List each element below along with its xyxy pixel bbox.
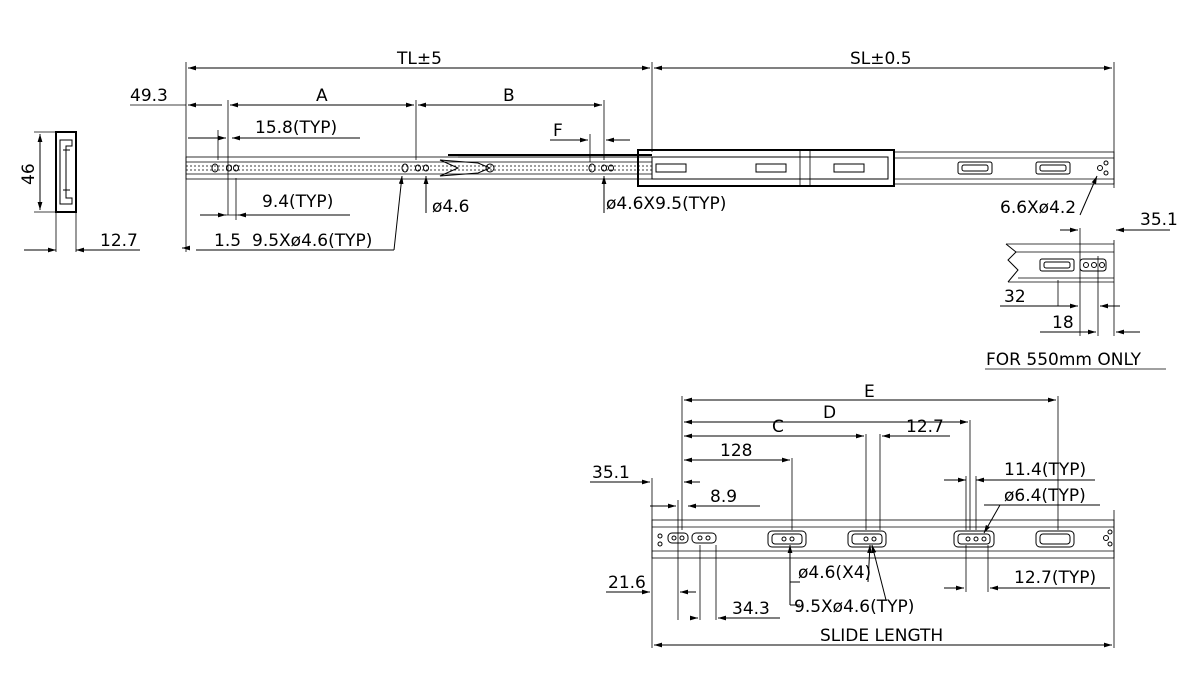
- bottom-dimension-lines: [590, 396, 1115, 648]
- label-tl: TL±5: [396, 49, 442, 69]
- label-12-7-typ: 12.7(TYP): [1014, 568, 1096, 588]
- top-leaders: [182, 175, 1098, 251]
- label-15-8-typ: 15.8(TYP): [255, 118, 337, 138]
- label-32: 32: [1004, 287, 1026, 307]
- label-c: C: [772, 417, 784, 437]
- label-49-3: 49.3: [130, 86, 168, 106]
- label-9-5-slot-bottom: 9.5Xø4.6(TYP): [794, 597, 914, 617]
- label-d: D: [823, 403, 836, 423]
- label-1-5: 1.5: [214, 231, 241, 251]
- label-e: E: [864, 382, 875, 402]
- label-slide-length: SLIDE LENGTH: [820, 626, 943, 646]
- label-slot-9-5: 9.5Xø4.6(TYP): [252, 231, 372, 251]
- label-11-4-typ: 11.4(TYP): [1004, 460, 1086, 480]
- label-128: 128: [720, 441, 752, 461]
- label-a: A: [316, 86, 328, 106]
- label-35-1-bot: 35.1: [592, 463, 630, 483]
- label-f: F: [553, 121, 563, 141]
- top-dimension-lines: [130, 62, 1115, 252]
- label-46: 46: [19, 163, 39, 185]
- label-21-6: 21.6: [608, 573, 646, 593]
- label-b: B: [503, 86, 515, 106]
- side-profile: [24, 131, 140, 253]
- label-8-9: 8.9: [710, 487, 737, 507]
- label-9-4-typ: 9.4(TYP): [262, 192, 333, 212]
- bottom-slide: [651, 519, 1115, 559]
- label-phi-6-4-typ: ø6.4(TYP): [1004, 486, 1086, 506]
- label-6-6xphi4-2: 6.6Xø4.2: [1000, 198, 1076, 218]
- label-phi-4-6-x4: ø4.6(X4): [798, 563, 871, 583]
- label-12-7-top: 12.7: [906, 417, 944, 437]
- label-phi-4-6x9-5: ø4.6X9.5(TYP): [606, 194, 726, 214]
- label-12-7-side: 12.7: [100, 231, 138, 251]
- detail-550: [985, 227, 1170, 370]
- label-sl: SL±0.5: [850, 49, 912, 69]
- label-18: 18: [1052, 313, 1074, 333]
- label-phi-4-6: ø4.6: [432, 197, 469, 217]
- main-slide: [185, 149, 1115, 187]
- label-35-1-top: 35.1: [1140, 210, 1178, 230]
- bottom-lower-lines: [606, 544, 1112, 648]
- label-34-3: 34.3: [732, 599, 770, 619]
- label-for-550mm-only: FOR 550mm ONLY: [986, 350, 1142, 370]
- mounting-holes: [211, 163, 614, 173]
